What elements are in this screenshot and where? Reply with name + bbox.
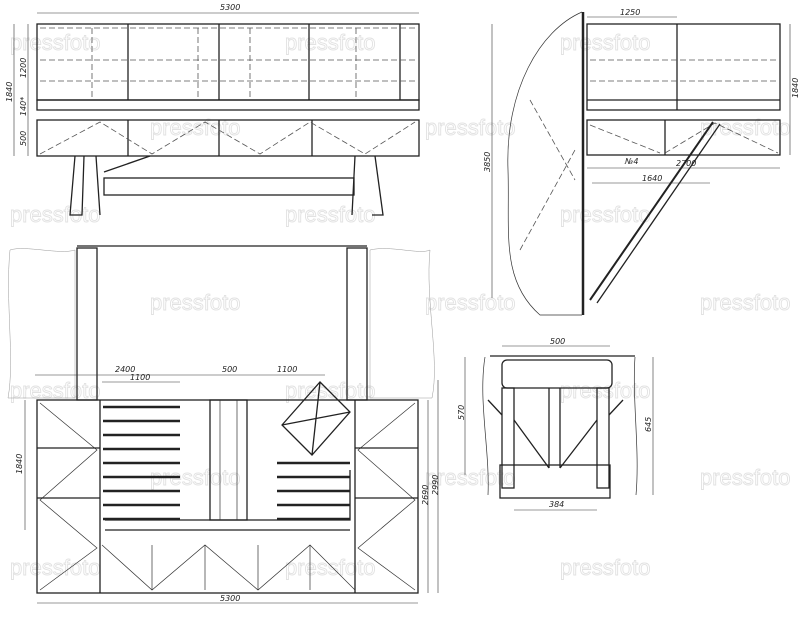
trees [7, 248, 435, 399]
watermark-text: pressfoto [560, 30, 651, 55]
watermark-text: pressfoto [700, 115, 791, 140]
watermark-text: pressfoto [150, 115, 241, 140]
dim-side-height: 1840 [791, 78, 800, 98]
dim-2690: 2690 [421, 485, 430, 505]
watermark-text: pressfoto [285, 202, 376, 227]
watermark-text: pressfoto [425, 465, 516, 490]
wall-outline [507, 11, 583, 316]
watermark-text: pressfoto [10, 555, 101, 580]
dim-front-upper: 1200 [19, 58, 28, 78]
support-strut [589, 121, 714, 301]
dim-side-depth: 2700 [676, 159, 696, 168]
watermark-text: pressfoto [700, 465, 791, 490]
dim-side-top: 1250 [620, 8, 640, 17]
side-upper-panel [586, 23, 781, 111]
watermark-text: pressfoto [10, 30, 101, 55]
watermark-text: pressfoto [10, 202, 101, 227]
dim-front-lower: 500 [19, 131, 28, 146]
center-ladder [209, 399, 248, 521]
dim-plan-1840: 1840 [15, 454, 24, 474]
dim-plan-width: 5300 [220, 594, 240, 603]
dim-front-total: 1840 [5, 82, 14, 102]
dim-section-top: 500 [550, 337, 565, 346]
watermark-text: pressfoto [285, 555, 376, 580]
dim-wall-height: 3850 [483, 152, 492, 172]
dim-500: 500 [222, 365, 237, 374]
dim-section-570: 570 [457, 405, 466, 420]
front-view: 5300 1840 1200 140* 500 [5, 3, 420, 216]
watermark-text: pressfoto [560, 555, 651, 580]
part-number: №4 [624, 157, 638, 166]
watermark-text: pressfoto [150, 290, 241, 315]
dim-section-base: 384 [549, 500, 564, 509]
watermark-text: pressfoto [560, 202, 651, 227]
dim-2990: 2990 [431, 475, 440, 495]
watermark-text: pressfoto [10, 378, 101, 403]
plan-view: 2400 1100 500 1100 1840 2690 2990 5300 [7, 245, 440, 604]
watermark-text: pressfoto [285, 378, 376, 403]
dim-front-width: 5300 [220, 3, 240, 12]
side-view: 1250 1840 3850 №4 2700 1640 [483, 8, 800, 316]
section-view: 500 570 645 384 [457, 337, 654, 511]
watermark-text: pressfoto [425, 290, 516, 315]
top-beam [501, 359, 613, 389]
watermark-text: pressfoto [560, 378, 651, 403]
dim-2400: 2400 [115, 365, 135, 374]
dim-strut-offset: 1640 [642, 174, 662, 183]
watermark-text: pressfoto [700, 290, 791, 315]
finger-bars [103, 405, 350, 521]
watermarks: pressfoto pressfoto pressfoto pressfoto pres… [10, 30, 791, 581]
rotated-module [281, 381, 351, 456]
dim-section-645: 645 [644, 417, 653, 432]
dim-front-gap: 140* [19, 97, 28, 116]
dim-1100-left: 1100 [130, 373, 150, 382]
watermark-text: pressfoto [425, 115, 516, 140]
cross-beam [103, 177, 355, 196]
dim-1100-right: 1100 [277, 365, 297, 374]
watermark-text: pressfoto [285, 30, 376, 55]
lower-truss [36, 119, 420, 157]
